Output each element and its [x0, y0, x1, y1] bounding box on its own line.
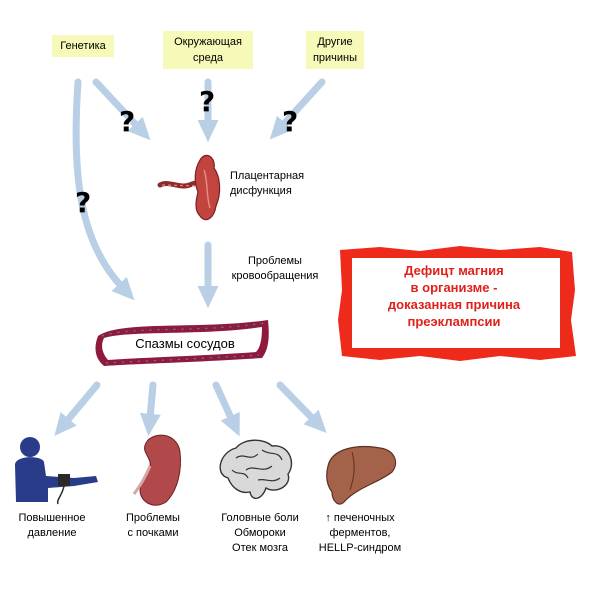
brain-icon — [219, 439, 293, 499]
cause-other-line1: Другие — [317, 36, 353, 48]
callout-line2: в организме - — [410, 280, 498, 295]
callout-border — [338, 246, 576, 361]
arrow-other-to-placenta — [269, 78, 326, 140]
arrow-to-kidney — [139, 381, 161, 437]
outcome-pressure-line1: Повышенное — [18, 512, 86, 524]
question-mark-3: ? — [282, 105, 298, 138]
arrow-genetics-to-vessel — [72, 78, 135, 301]
outcome-kidney-label: Проблемы с почками — [113, 511, 193, 541]
circulation-label: Проблемы кровообращения — [220, 254, 330, 284]
outcome-liver-line3: HELLP-синдром — [318, 542, 402, 554]
outcome-brain-label: Головные боли Обмороки Отек мозга — [210, 511, 310, 556]
placenta-label: Плацентарная дисфункция — [230, 169, 304, 199]
cause-environment: Окружающая среда — [163, 31, 253, 69]
outcome-liver-line1: печеночных — [333, 512, 395, 524]
outcome-liver-label: ↑ печеночных ферментов, HELLP-синдром — [308, 511, 412, 556]
arrow-to-liver — [276, 381, 327, 434]
circulation-label-line1: Проблемы — [248, 255, 302, 267]
question-mark-2: ? — [199, 85, 215, 118]
callout-line1: Дефицт магния — [404, 263, 504, 278]
placenta-icon — [157, 154, 221, 221]
callout-line4: преэклампсии — [407, 314, 501, 329]
question-mark-4: ? — [75, 186, 91, 219]
up-arrow-icon: ↑ — [325, 512, 331, 524]
question-mark-1: ? — [119, 105, 135, 138]
placenta-label-line1: Плацентарная — [230, 170, 305, 182]
blood-pressure-person-icon — [15, 437, 98, 505]
outcome-brain-line3: Отек мозга — [232, 542, 288, 554]
circulation-label-line2: кровообращения — [231, 270, 319, 282]
cause-other-line2: причины — [312, 52, 358, 64]
outcome-kidney-line2: с почками — [127, 527, 179, 539]
placenta-label-line2: дисфункция — [230, 185, 292, 197]
cause-genetics: Генетика — [52, 35, 114, 57]
outcome-pressure-line2: давление — [27, 527, 77, 539]
cause-genetics-label: Генетика — [60, 40, 106, 52]
blood-vessel-icon — [95, 320, 269, 366]
arrow-genetics-to-placenta — [92, 78, 151, 141]
outcome-liver-line2: ферментов, — [329, 527, 391, 539]
outcome-kidney-line1: Проблемы — [126, 512, 180, 524]
kidney-icon — [132, 434, 181, 506]
arrow-to-pressure — [54, 381, 101, 436]
cause-other: Другие причины — [306, 31, 364, 69]
arrow-to-brain — [212, 381, 240, 437]
magnesium-callout: Дефицт магния в организме - доказанная п… — [352, 262, 556, 330]
outcome-brain-line1: Головные боли — [221, 512, 299, 524]
liver-icon — [326, 445, 397, 505]
outcome-brain-line2: Обмороки — [234, 527, 286, 539]
callout-line3: доказанная причина — [387, 297, 521, 312]
outcome-pressure-label: Повышенное давление — [10, 511, 94, 541]
cause-environment-line1: Окружающая — [174, 36, 242, 48]
vessel-spasm-label: Спазмы сосудов — [135, 336, 235, 351]
cause-environment-line2: среда — [192, 52, 224, 64]
